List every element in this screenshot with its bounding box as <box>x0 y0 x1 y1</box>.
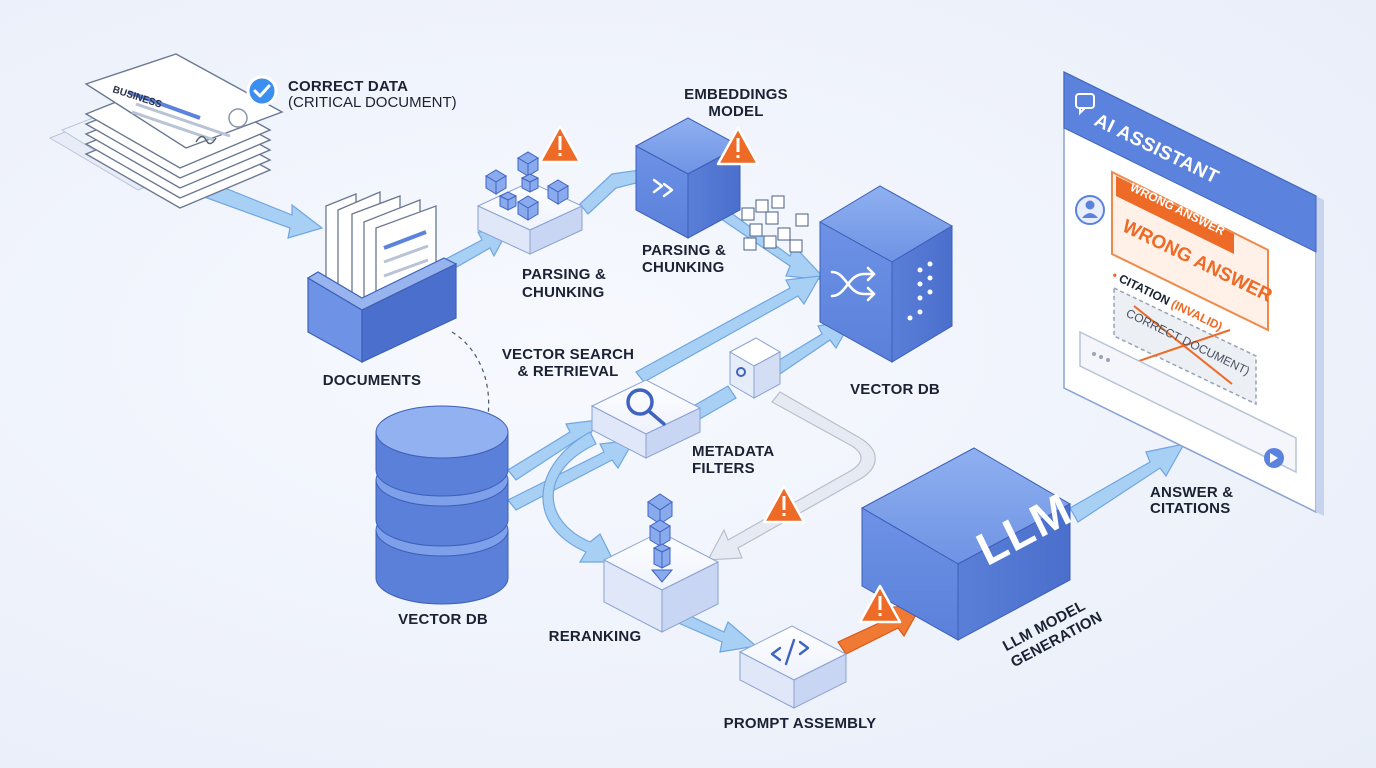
parsing-label-2-line1: PARSING & <box>642 242 727 259</box>
vector-db-right-label: VECTOR DB <box>850 381 940 398</box>
message-input <box>1079 330 1297 474</box>
wrong-answer-badge <box>1116 176 1234 254</box>
shuffle-icon <box>830 266 876 302</box>
vector-search-block <box>590 379 702 459</box>
vector-db-left-label: VECTOR DB <box>398 611 488 628</box>
parsing-chunking-block-1 <box>476 151 584 255</box>
warning-icon <box>762 484 806 524</box>
llm-cube <box>860 447 1072 641</box>
prompt-assembly-label: PROMPT ASSEMBLY <box>723 715 877 732</box>
reranking-label: RERANKING <box>548 628 642 645</box>
reranking-block <box>602 493 720 633</box>
critical-document-label: (CRITICAL DOCUMENT) <box>288 94 457 111</box>
vector-search-label-line2: & RETRIEVAL <box>517 363 619 380</box>
warning-icon <box>858 584 902 624</box>
arrow-search-to-vectordb-1 <box>635 275 822 383</box>
vector-db-cylinder <box>375 405 509 605</box>
vector-search-label-line1: VECTOR SEARCH <box>501 346 635 363</box>
parsing-label-2-line2: CHUNKING <box>642 259 725 276</box>
documents-tray <box>306 191 458 364</box>
answer-label-line2: CITATIONS <box>1150 500 1231 517</box>
code-icon <box>770 638 810 666</box>
chat-icon <box>1075 93 1095 116</box>
arrow-filters-to-reranking <box>706 391 876 561</box>
correct-document-stack: BUSINESS <box>48 53 284 209</box>
embeddings-label-line2: MODEL <box>708 103 764 120</box>
warning-icon <box>716 126 760 166</box>
check-icon <box>246 75 278 107</box>
embedding-vectors <box>741 195 809 253</box>
arrow-db-to-search-2 <box>507 439 636 511</box>
arrow-search-to-reranking <box>542 431 615 563</box>
user-icon <box>1075 195 1105 225</box>
arrow-correct-to-documents <box>195 177 324 239</box>
vector-db-tower <box>819 185 953 363</box>
send-icon <box>1264 448 1284 468</box>
magnifier-icon <box>626 388 666 426</box>
embeddings-label-line1: EMBEDDINGS <box>684 86 788 103</box>
answer-label-line1: ANSWER & <box>1150 484 1234 501</box>
embeddings-model-cube <box>634 117 742 239</box>
prompt-assembly-block <box>738 625 848 709</box>
metadata-filter-box <box>728 337 782 399</box>
correct-data-label: CORRECT DATA <box>288 78 409 95</box>
warning-icon <box>538 124 582 164</box>
ai-assistant-panel <box>1063 70 1324 516</box>
parsing-label-1-line2: CHUNKING <box>522 284 605 301</box>
arrow-parsing-to-embeddings <box>579 169 641 215</box>
arrow-reranking-to-prompt <box>675 611 758 653</box>
documents-label: DOCUMENTS <box>322 372 422 389</box>
metadata-label-line1: METADATA <box>692 443 775 460</box>
dashed-connector <box>451 331 490 417</box>
parsing-label-1-line1: PARSING & <box>522 266 607 283</box>
arrow-llm-to-assistant <box>1069 443 1186 523</box>
metadata-label-line2: FILTERS <box>692 460 755 477</box>
